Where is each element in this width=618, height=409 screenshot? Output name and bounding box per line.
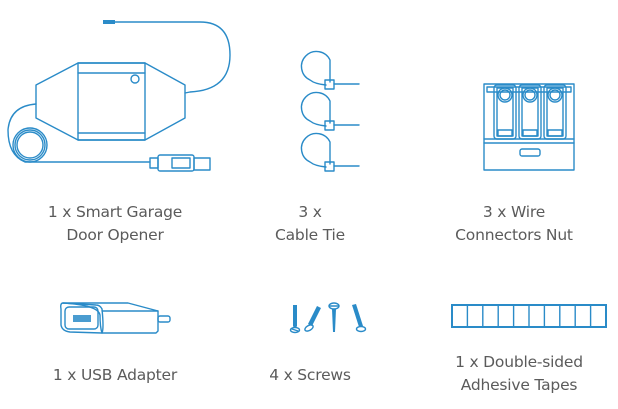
label-line-1: 1 x Double-sided (455, 353, 583, 371)
label-line-2: Connectors Nut (455, 226, 573, 244)
label-line-1: 3 x (298, 203, 322, 221)
screws-icon (289, 302, 367, 334)
item-label: 1 x Smart Garage Door Opener (0, 201, 230, 247)
item-label: 1 x Double-sided Adhesive Tapes (420, 351, 618, 397)
item-label: 3 x Cable Tie (230, 201, 390, 247)
item-label: 1 x USB Adapter (0, 364, 230, 387)
item-label: 3 x Wire Connectors Nut (410, 201, 618, 247)
cable-tie-icon (300, 50, 360, 172)
label-line-1: 1 x USB Adapter (52, 366, 178, 384)
wire-connector-nut-icon (483, 83, 575, 171)
garage-door-opener-device-icon (7, 20, 231, 172)
adhesive-tape-icon (451, 304, 607, 328)
usb-adapter-icon (60, 302, 171, 334)
label-line-1: 3 x Wire (482, 203, 546, 221)
label-line-1: 1 x Smart Garage (47, 203, 183, 221)
label-line-2: Cable Tie (275, 226, 345, 244)
label-line-2: Adhesive Tapes (460, 376, 578, 394)
label-line-1: 4 x Screws (269, 366, 351, 384)
item-label: 4 x Screws (230, 364, 390, 387)
label-line-2: Door Opener (66, 226, 164, 244)
